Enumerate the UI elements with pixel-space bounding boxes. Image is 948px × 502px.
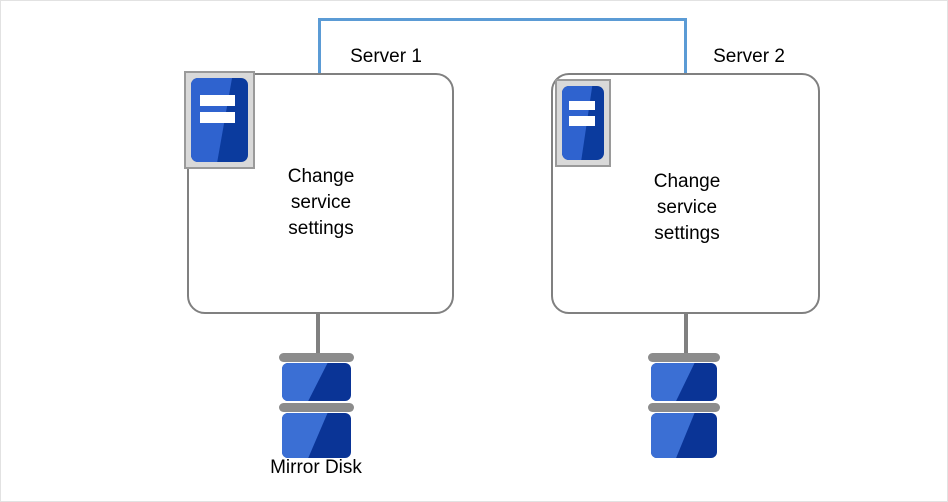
server-2-disk-stem bbox=[684, 314, 688, 357]
server-icon-chassis bbox=[562, 86, 604, 160]
server-icon-bar-top bbox=[200, 94, 236, 106]
server-2-body-line-2: service bbox=[656, 197, 718, 218]
server-1-disk-stem bbox=[316, 314, 320, 357]
mirror-link-right-drop bbox=[684, 18, 687, 74]
server-2-body-text: Change service settings bbox=[612, 169, 762, 247]
disk-platter-bottom bbox=[282, 413, 351, 458]
server-icon-bar-bottom bbox=[568, 116, 595, 126]
disk-platter-top bbox=[282, 363, 351, 401]
mirror-link-horizontal bbox=[318, 18, 687, 21]
server-1-body-line-2: service bbox=[290, 192, 352, 213]
disk-platter-top bbox=[651, 363, 717, 401]
disk-bar-middle bbox=[648, 403, 720, 412]
server-1-label: Server 1 bbox=[350, 46, 422, 67]
disk-stack-icon[interactable] bbox=[648, 353, 720, 458]
server-2-label: Server 2 bbox=[713, 46, 785, 67]
server-1-body-text: Change service settings bbox=[246, 164, 396, 242]
server-2-body-line-1: Change bbox=[653, 171, 721, 192]
disk-platter-bottom bbox=[651, 413, 717, 458]
disk-stack-icon[interactable] bbox=[279, 353, 354, 458]
server-2-body-line-3: settings bbox=[654, 223, 720, 244]
server-1-body-line-3: settings bbox=[288, 218, 354, 239]
disk-1-label: Mirror Disk bbox=[270, 457, 362, 478]
disk-bar-top bbox=[279, 353, 354, 362]
server-icon bbox=[555, 79, 611, 167]
server-icon-bar-top bbox=[568, 100, 595, 111]
disk-bar-middle bbox=[279, 403, 354, 412]
server-icon-chassis bbox=[191, 78, 248, 162]
server-icon-bar-bottom bbox=[200, 112, 236, 124]
mirror-link-left-drop bbox=[318, 18, 321, 74]
disk-bar-top bbox=[648, 353, 720, 362]
server-icon bbox=[184, 71, 255, 169]
server-1-body-line-1: Change bbox=[287, 166, 355, 187]
